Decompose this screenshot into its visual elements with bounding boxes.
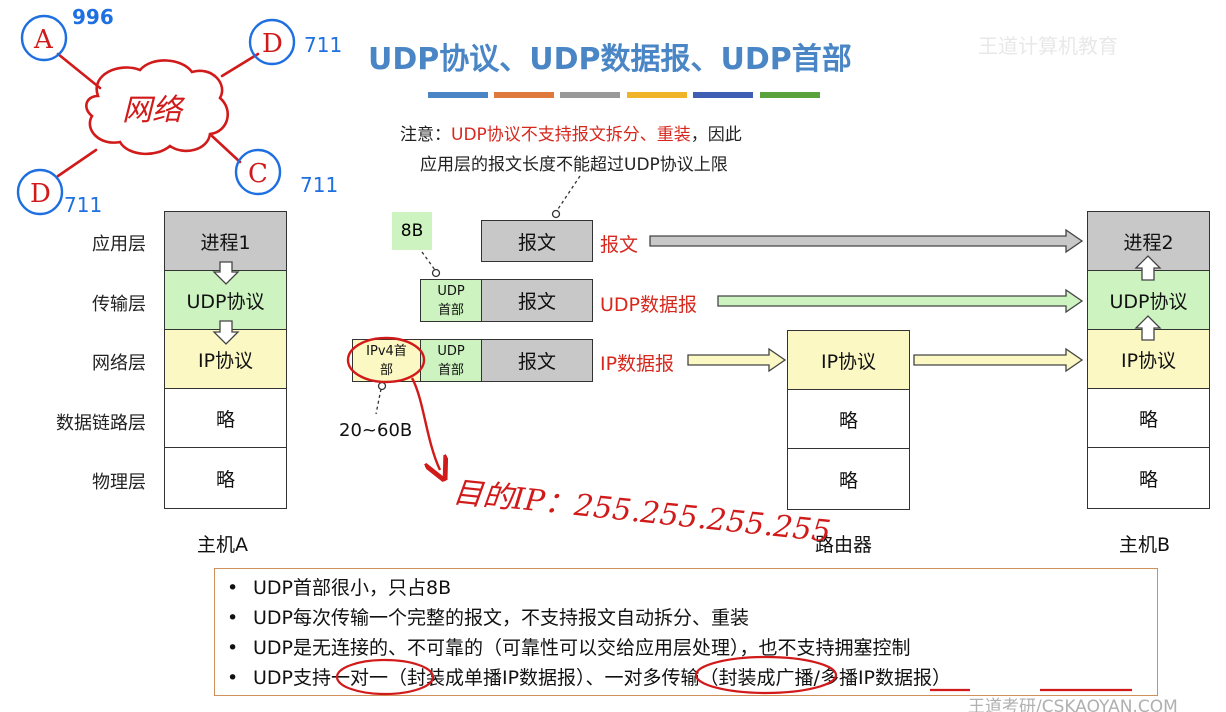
label-udp-datagram: UDP数据报 (600, 294, 697, 316)
title-stripe (693, 92, 753, 98)
svg-text:711: 711 (304, 33, 342, 57)
leader-note (551, 175, 581, 219)
router-physical: 略 (787, 448, 910, 510)
summary-item: UDP支持一对一（封装成单播IP数据报）、一对多传输（封装成广播/多播IP数据报… (227, 663, 1157, 693)
handwritten-bullet-marks (335, 655, 1132, 696)
summary-item: UDP每次传输一个完整的报文，不支持报文自动拆分、重装 (227, 603, 1157, 633)
host-a-down-arrow-1 (212, 261, 240, 285)
layer-label-network: 网络层 (92, 353, 146, 374)
udp-header-size: 8B (392, 212, 432, 250)
host-a-physical: 略 (164, 447, 287, 509)
host-a-udp: UDP协议 (164, 270, 287, 330)
arrow-udp-datagram (717, 288, 1084, 314)
title-stripe (494, 92, 554, 98)
arrow-router-to-host-b (913, 347, 1084, 373)
packet-udp-message: 报文 (481, 279, 593, 322)
packet-ipv4-header: IPv4首部 (352, 339, 421, 382)
watermark-top: 王道计算机教育 (978, 34, 1118, 58)
handwritten-node-d-left: D 711 (16, 168, 102, 217)
host-a-datalink: 略 (164, 388, 287, 448)
handwritten-dest-ip: 目的IP：255.255.255.255 (451, 475, 832, 549)
host-a-down-arrow-2 (212, 320, 240, 345)
layer-label-transport: 传输层 (92, 294, 146, 315)
host-b-physical: 略 (1087, 447, 1210, 509)
packet-ip-message: 报文 (481, 339, 593, 382)
host-b-datalink: 略 (1087, 388, 1210, 448)
host-a-process: 进程1 (164, 211, 287, 271)
handwritten-node-c: C 711 (234, 148, 338, 197)
arrow-ip-to-router (687, 347, 787, 373)
label-ip-datagram: IP数据报 (600, 353, 675, 375)
svg-text:996: 996 (72, 5, 114, 29)
layer-label-physical: 物理层 (92, 472, 146, 493)
ip-header-size: 20~60B (339, 420, 413, 441)
note-suffix: ，因此 (690, 125, 742, 145)
router-caption: 路由器 (815, 534, 873, 556)
host-b-caption: 主机B (1119, 534, 1171, 556)
label-message: 报文 (600, 234, 639, 256)
handwritten-node-d-top: D 711 (248, 18, 342, 66)
svg-text:711: 711 (300, 173, 338, 197)
handwritten-ipv4-circle (346, 336, 440, 470)
layer-label-datalink: 数据链路层 (56, 413, 146, 434)
host-b-up-arrow-1 (1134, 255, 1162, 281)
note-highlight: UDP协议不支持报文拆分、重装 (451, 125, 691, 145)
title-stripe (627, 92, 687, 98)
watermark-bottom: 王道考研/CSKAOYAN.COM (968, 697, 1178, 712)
svg-text:A: A (33, 25, 54, 55)
summary-box: UDP首部很小，只占8B UDP每次传输一个完整的报文，不支持报文自动拆分、重装… (214, 568, 1158, 696)
summary-list: UDP首部很小，只占8B UDP每次传输一个完整的报文，不支持报文自动拆分、重装… (215, 569, 1157, 693)
packet-udp-header: UDP首部 (420, 279, 482, 322)
host-a-caption: 主机A (197, 534, 248, 556)
note-line-1: 注意：UDP协议不支持报文拆分、重装，因此 (400, 120, 742, 145)
handwritten-node-a: A 996 (20, 5, 114, 62)
slide-title: UDP协议、UDP数据报、UDP首部 (368, 42, 852, 77)
note-prefix: 注意： (400, 125, 451, 145)
note-line-2: 应用层的报文长度不能超过UDP协议上限 (420, 155, 728, 175)
arrow-message (649, 228, 1084, 254)
packet-ip-udp-header: UDP首部 (420, 339, 482, 382)
svg-text:D: D (30, 179, 51, 209)
packet-message: 报文 (481, 220, 593, 262)
svg-text:C: C (248, 159, 268, 189)
host-b-up-arrow-2 (1134, 315, 1162, 341)
svg-text:D: D (262, 29, 283, 59)
summary-item: UDP首部很小，只占8B (227, 573, 1157, 603)
handwritten-network-label: 网络 (122, 93, 186, 128)
leader-20-60b (375, 381, 387, 415)
title-stripe (428, 92, 488, 98)
title-stripe (560, 92, 620, 98)
layer-label-application: 应用层 (92, 234, 146, 255)
leader-8b (421, 251, 441, 278)
handwritten-network (56, 52, 260, 178)
title-stripe (760, 92, 820, 98)
summary-item: UDP是无连接的、不可靠的（可靠性可以交给应用层处理），也不支持拥塞控制 (227, 633, 1157, 663)
router-datalink: 略 (787, 389, 910, 449)
svg-text:711: 711 (64, 193, 102, 217)
